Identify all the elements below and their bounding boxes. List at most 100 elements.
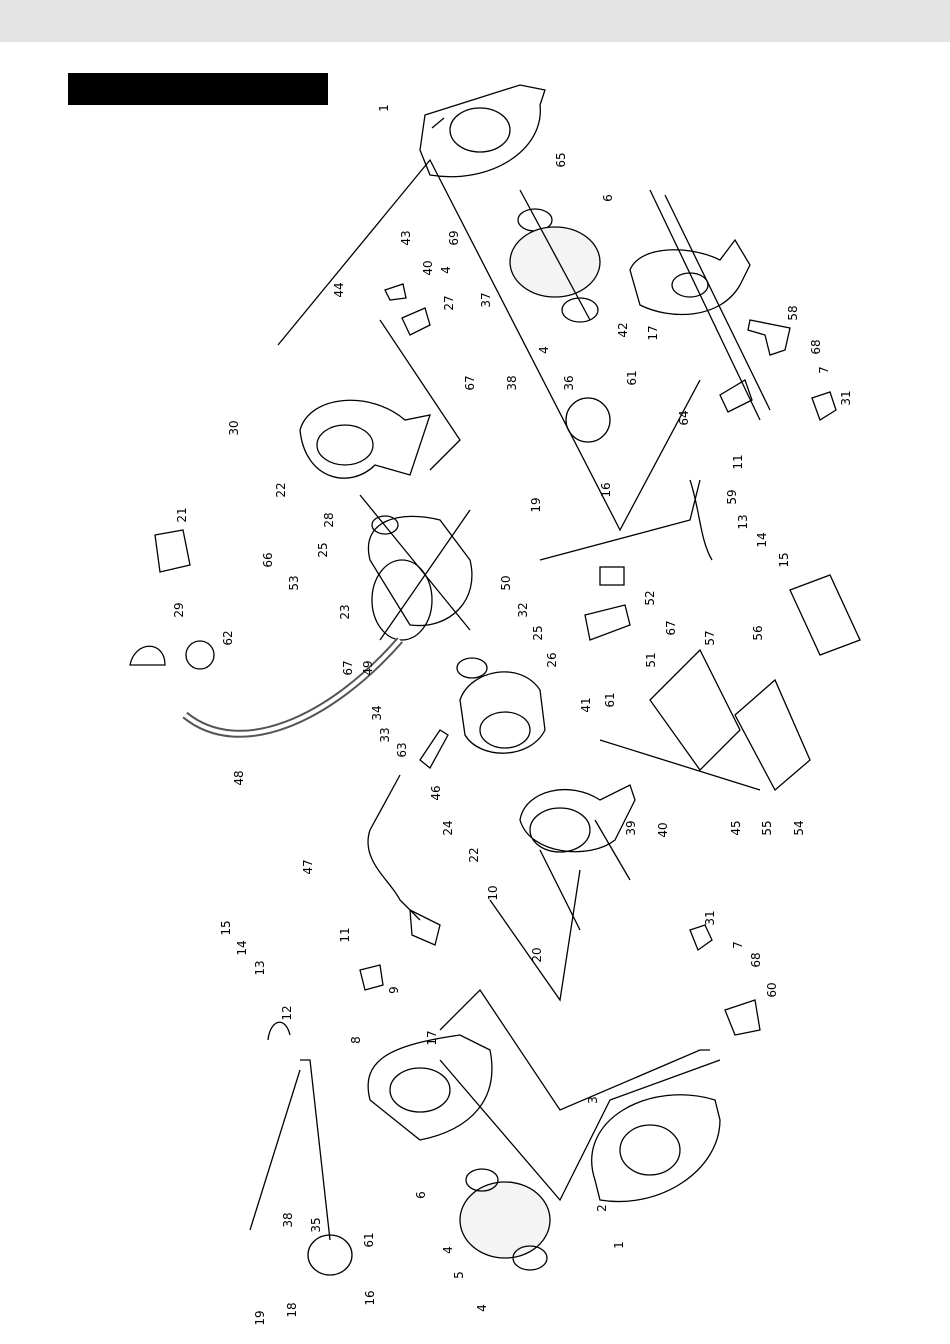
adjustment-knob-right bbox=[812, 392, 836, 420]
part-number-label: 59 bbox=[725, 489, 739, 504]
part-number-label: 14 bbox=[755, 532, 769, 547]
rotor-opening bbox=[480, 712, 530, 748]
wheel-guard-right bbox=[420, 85, 545, 177]
part-number-label: 28 bbox=[322, 512, 336, 527]
part-number-label: 4 bbox=[439, 266, 453, 274]
end-cap-inner bbox=[317, 425, 373, 465]
part-number-label: 1 bbox=[377, 104, 391, 112]
eye-shield-right bbox=[566, 398, 610, 442]
part-number-label: 51 bbox=[644, 652, 658, 667]
part-number-label: 39 bbox=[624, 820, 638, 835]
tool-rest-bracket-right bbox=[630, 240, 750, 315]
assembly-guide-line bbox=[440, 1060, 720, 1200]
part-number-labels: 1656964434440273742175846873130673836616… bbox=[172, 104, 853, 1325]
assembly-guide-line bbox=[300, 1060, 330, 1240]
part-number-label: 3 bbox=[586, 1096, 600, 1104]
part-number-label: 15 bbox=[777, 552, 791, 567]
part-number-label: 22 bbox=[467, 847, 481, 862]
part-number-label: 38 bbox=[281, 1212, 295, 1227]
adjustment-knob-left bbox=[690, 925, 712, 950]
part-number-label: 56 bbox=[751, 625, 765, 640]
part-number-label: 40 bbox=[656, 822, 670, 837]
part-number-label: 63 bbox=[395, 742, 409, 757]
grinder-base bbox=[735, 680, 810, 790]
lamp-shade bbox=[130, 646, 165, 665]
part-number-label: 20 bbox=[530, 947, 544, 962]
part-number-label: 6 bbox=[414, 1191, 428, 1199]
assembly-guide-line bbox=[380, 320, 460, 470]
assembly-guide-line bbox=[278, 160, 700, 530]
spark-deflector-right bbox=[720, 380, 752, 412]
part-number-label: 13 bbox=[253, 960, 267, 975]
part-number-label: 21 bbox=[175, 507, 189, 522]
part-number-label: 67 bbox=[463, 375, 477, 390]
part-number-label: 57 bbox=[703, 630, 717, 645]
small-bracket bbox=[385, 284, 406, 300]
part-number-label: 18 bbox=[285, 1302, 299, 1317]
through-bolt bbox=[540, 850, 580, 930]
part-number-label: 6 bbox=[601, 194, 615, 202]
part-number-label: 1 bbox=[612, 1241, 626, 1249]
part-number-label: 43 bbox=[399, 230, 413, 245]
part-number-label: 4 bbox=[441, 1246, 455, 1254]
lamp-bulb bbox=[186, 641, 214, 669]
part-number-label: 25 bbox=[531, 625, 545, 640]
part-number-label: 33 bbox=[378, 727, 392, 742]
part-number-label: 45 bbox=[729, 820, 743, 835]
motor-end-cap-right bbox=[520, 785, 635, 852]
assembly-guide-line bbox=[490, 870, 580, 1000]
part-number-label: 32 bbox=[516, 602, 530, 617]
part-number-label: 55 bbox=[760, 820, 774, 835]
part-number-label: 54 bbox=[792, 820, 806, 835]
part-number-label: 8 bbox=[349, 1036, 363, 1044]
part-number-label: 9 bbox=[387, 986, 401, 994]
guard-slot bbox=[432, 118, 444, 128]
part-number-label: 46 bbox=[429, 785, 443, 800]
part-number-label: 64 bbox=[677, 410, 691, 425]
tie-rod bbox=[665, 195, 770, 410]
part-number-label: 41 bbox=[579, 697, 593, 712]
switch-housing bbox=[155, 530, 190, 572]
part-number-label: 44 bbox=[332, 282, 346, 297]
rocker-switch bbox=[600, 567, 624, 585]
motor-stator bbox=[368, 516, 471, 625]
part-number-label: 65 bbox=[554, 152, 568, 167]
part-number-label: 4 bbox=[475, 1304, 489, 1312]
motor-end-cap-left bbox=[300, 400, 430, 478]
part-number-label: 68 bbox=[749, 952, 763, 967]
part-number-label: 62 bbox=[221, 630, 235, 645]
part-number-label: 42 bbox=[616, 322, 630, 337]
part-number-label: 5 bbox=[452, 1271, 466, 1279]
part-number-label: 17 bbox=[646, 325, 660, 340]
part-number-label: 61 bbox=[625, 370, 639, 385]
part-number-label: 49 bbox=[361, 660, 375, 675]
part-number-label: 4 bbox=[537, 346, 551, 354]
part-number-label: 66 bbox=[261, 552, 275, 567]
part-number-label: 31 bbox=[839, 390, 853, 405]
part-number-label: 31 bbox=[703, 910, 717, 925]
part-number-label: 61 bbox=[603, 692, 617, 707]
spark-deflector-left bbox=[360, 965, 383, 990]
outer-guard-left bbox=[592, 1095, 720, 1202]
tie-rod bbox=[650, 190, 760, 420]
wheel-guard-left bbox=[368, 1035, 492, 1140]
part-number-label: 11 bbox=[731, 454, 745, 469]
part-number-label: 34 bbox=[370, 705, 384, 720]
lamp-arm-left bbox=[268, 1022, 290, 1040]
part-number-label: 11 bbox=[338, 927, 352, 942]
assembly-guide-line bbox=[440, 990, 710, 1110]
part-number-label: 23 bbox=[338, 604, 352, 619]
part-number-label: 14 bbox=[235, 940, 249, 955]
part-number-label: 17 bbox=[425, 1030, 439, 1045]
bracket-hole bbox=[672, 273, 708, 297]
outer-guard-opening bbox=[620, 1125, 680, 1175]
part-number-label: 67 bbox=[664, 620, 678, 635]
part-number-label: 7 bbox=[731, 941, 745, 949]
part-number-label: 16 bbox=[363, 1290, 377, 1305]
part-number-label: 19 bbox=[529, 497, 543, 512]
flexible-lamp-hose bbox=[185, 640, 400, 734]
part-number-label: 24 bbox=[441, 820, 455, 835]
part-number-label: 48 bbox=[232, 770, 246, 785]
part-number-label: 61 bbox=[362, 1232, 376, 1247]
